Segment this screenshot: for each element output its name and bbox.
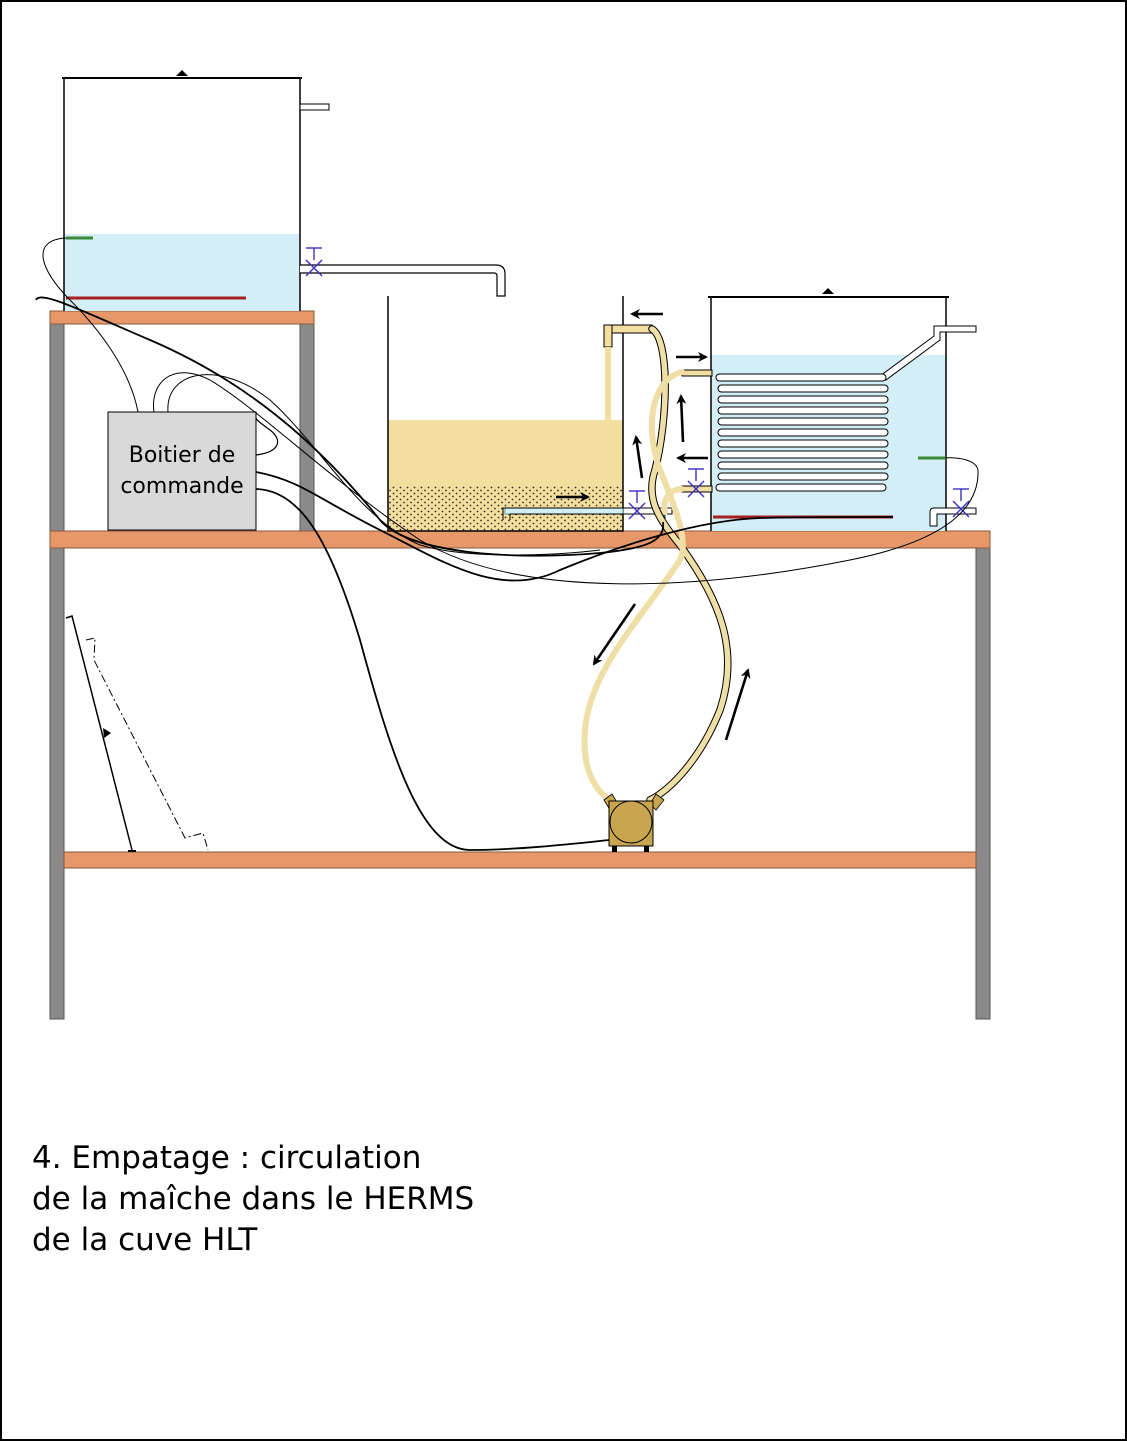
valve-icon <box>305 247 323 277</box>
cable-hot-tank-heater <box>255 471 894 582</box>
valve-icon <box>687 468 705 498</box>
diagram-caption: 4. Empatage : circulation de la maîche d… <box>32 1138 474 1261</box>
herms-coil <box>715 373 889 492</box>
coil-outlet <box>681 485 713 493</box>
caption-line3: de la cuve HLT <box>32 1222 258 1258</box>
arrow-icon <box>676 394 687 443</box>
tilted-plate <box>65 615 209 852</box>
control-box-label-line1: Boitier de <box>128 443 236 468</box>
false-bottom-manifold <box>504 507 624 515</box>
cable-pump <box>255 488 610 851</box>
cables <box>35 237 979 851</box>
hot-water-outlet-pipe <box>300 264 506 297</box>
circulation-hoses <box>581 325 732 804</box>
hose-to-coil <box>581 369 686 803</box>
mash-tun <box>387 296 673 532</box>
caption-line1: 4. Empatage : circulation <box>32 1140 422 1176</box>
middle-shelf <box>49 530 991 549</box>
control-box-label: Boitier de commande <box>108 440 256 502</box>
hot-water-tank <box>62 70 506 311</box>
caption-line2: de la maîche dans le HERMS <box>32 1181 475 1217</box>
coil-inlet <box>681 369 713 377</box>
control-box-label-line2: commande <box>120 474 244 499</box>
stand <box>49 310 991 1020</box>
flow-arrows <box>556 309 751 741</box>
arrow-icon <box>592 603 637 666</box>
control-box <box>107 411 257 531</box>
lid-handle-icon <box>822 288 834 294</box>
valve-icon <box>952 488 970 518</box>
right-post <box>975 545 991 1020</box>
upper-post <box>299 322 315 534</box>
lid-handle-icon <box>176 70 188 76</box>
overflow-spout <box>299 103 330 111</box>
cable-hot-tank-probe <box>42 237 139 413</box>
pump-icon <box>603 793 665 852</box>
hlt-tank <box>681 288 977 531</box>
bottom-shelf <box>63 851 977 869</box>
hinge-arrow-icon <box>103 728 111 738</box>
left-post <box>49 322 65 1020</box>
arrow-icon <box>724 668 751 741</box>
cable-mash-probe <box>153 372 979 585</box>
arrow-icon <box>632 435 644 479</box>
valve-icon <box>628 490 646 520</box>
